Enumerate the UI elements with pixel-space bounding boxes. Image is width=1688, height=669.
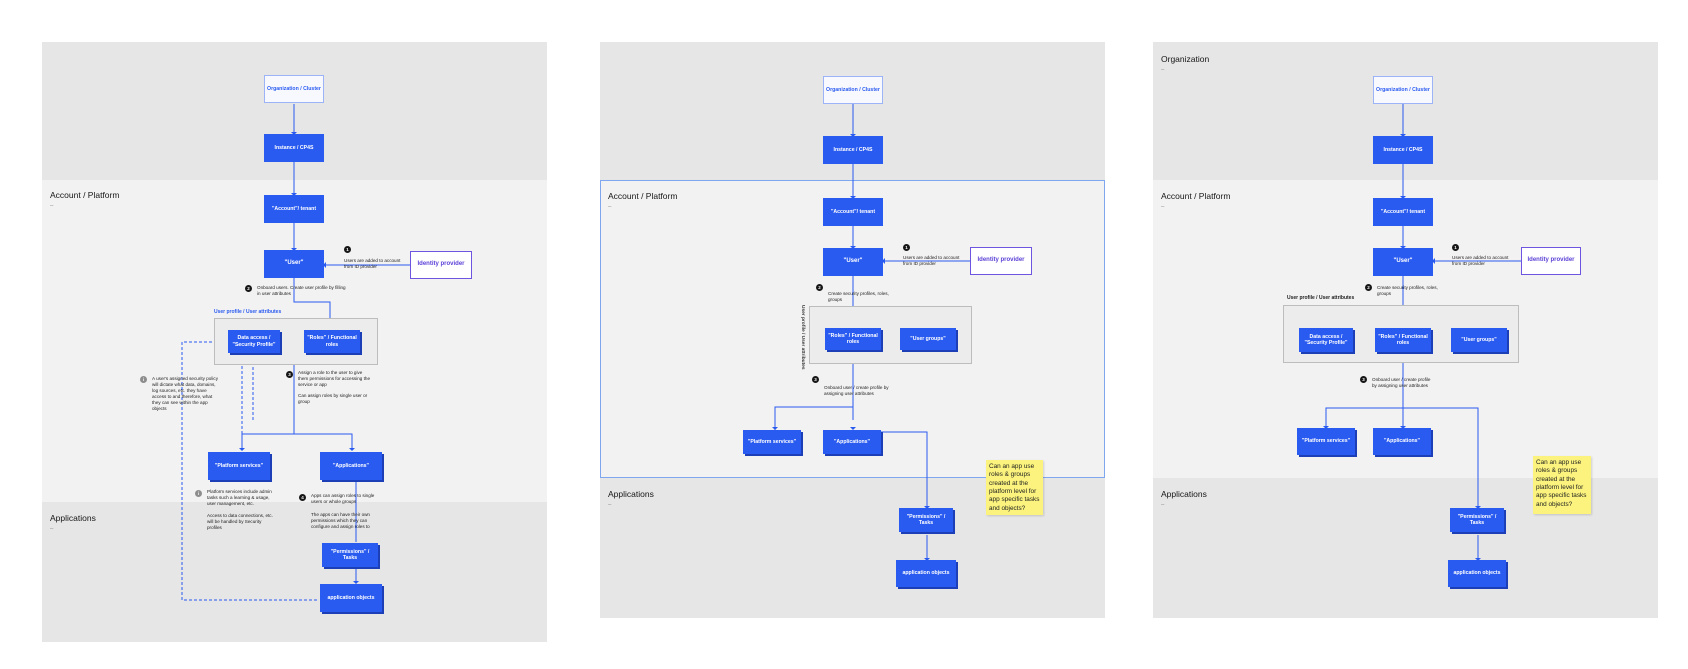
node-application-objects[interactable]: application objects: [1448, 560, 1506, 587]
label-user-profile: User profile / User attributes: [214, 309, 282, 315]
section-title: Applications: [50, 513, 96, 523]
sticky-question[interactable]: Can an app use roles & groups created at…: [986, 460, 1043, 515]
section-title: Account / Platform: [50, 190, 120, 200]
section-placeholder: –: [50, 203, 54, 209]
note-users-added: Users are added to account from ID provi…: [903, 255, 960, 266]
label-user-profile: User profile / User attributes: [1287, 295, 1355, 301]
section-account-platform: Account / Platform –: [608, 191, 677, 210]
note-assign-single: Can assign roles by single user or group: [298, 393, 368, 404]
node-identity-provider[interactable]: Identity provider: [1521, 247, 1581, 275]
step-1-badge: 1: [903, 244, 910, 251]
node-applications[interactable]: "Applications": [320, 452, 382, 480]
step-1-badge: 1: [344, 246, 351, 253]
node-identity-provider[interactable]: Identity provider: [970, 247, 1032, 275]
connectors: [181, 104, 410, 601]
step-2-badge: 2: [816, 284, 823, 291]
step-4-badge: 4: [299, 494, 306, 501]
step-1-badge: 1: [1452, 244, 1459, 251]
label-user-profile-vertical: User profile / User attributes: [800, 305, 805, 370]
section-title: Account / Platform: [1161, 191, 1231, 201]
section-title: Organization: [1161, 54, 1210, 64]
section-applications: Applications –: [50, 513, 96, 532]
section-account-platform: Account / Platform –: [50, 190, 119, 209]
node-roles[interactable]: "Roles" / Functional roles: [825, 328, 881, 350]
node-instance[interactable]: Instance / CP4S: [1373, 136, 1433, 164]
section-title: Applications: [1161, 489, 1207, 499]
note-create-profiles: Create security profiles, roles, groups: [828, 291, 889, 302]
step-2-badge: 2: [245, 285, 252, 292]
node-permissions[interactable]: "Permissions" / Tasks: [1450, 508, 1504, 532]
board-3: Organization – Account / Platform – Applic…: [1153, 0, 1658, 618]
info-badge-platform: i: [195, 490, 202, 497]
node-platform-services[interactable]: "Platform services": [208, 452, 270, 480]
node-user[interactable]: "User": [823, 248, 883, 276]
node-applications[interactable]: "Applications": [823, 430, 881, 454]
node-account-tenant[interactable]: "Account"/ tenant: [1373, 198, 1433, 226]
section-placeholder: –: [50, 526, 54, 532]
note-onboard-assign: Onboard user / create profile by assigni…: [1372, 377, 1431, 388]
section-placeholder: –: [1161, 204, 1165, 210]
node-data-access[interactable]: Data access / "Security Profile": [1299, 328, 1353, 352]
node-user[interactable]: "User": [1373, 248, 1433, 276]
board-1: Account / Platform – Applications –: [42, 0, 547, 642]
node-platform-services[interactable]: "Platform services": [1297, 428, 1355, 455]
note-onboard-users: Onboard users. Create user profile by fi…: [257, 285, 346, 296]
section-applications: Applications –: [608, 489, 654, 508]
note-create-profiles: Create security profiles, roles, groups: [1377, 285, 1438, 296]
note-users-added: Users are added to account from ID provi…: [1452, 255, 1509, 266]
note-data-connections: Access to data connections, etc. will be…: [207, 513, 273, 530]
node-roles[interactable]: "Roles" / Functional roles: [304, 330, 360, 353]
info-badge-security: i: [140, 376, 147, 383]
node-organization-cluster[interactable]: Organization / Cluster: [1373, 76, 1433, 104]
section-title: Account / Platform: [608, 191, 678, 201]
section-placeholder: –: [1161, 502, 1165, 508]
node-applications[interactable]: "Applications": [1373, 428, 1431, 455]
node-account-tenant[interactable]: "Account"/ tenant: [264, 195, 324, 223]
section-placeholder: –: [608, 502, 612, 508]
node-platform-services[interactable]: "Platform services": [743, 430, 801, 454]
node-permissions[interactable]: "Permissions" / Tasks: [899, 508, 953, 532]
step-3-badge: 3: [1360, 376, 1367, 383]
step-3-badge: 3: [286, 371, 293, 378]
note-security-policy: A user's assigned security policy will d…: [152, 376, 218, 411]
node-identity-provider[interactable]: Identity provider: [410, 251, 472, 279]
board-2: Account / Platform – Applications –: [600, 0, 1105, 618]
step-3-badge: 3: [812, 376, 819, 383]
section-placeholder: –: [1161, 67, 1165, 73]
node-instance[interactable]: Instance / CP4S: [264, 134, 324, 162]
node-application-objects[interactable]: application objects: [320, 584, 382, 612]
node-organization-cluster[interactable]: Organization / Cluster: [264, 75, 324, 103]
section-organization: Organization –: [1161, 54, 1209, 73]
node-account-tenant[interactable]: "Account"/ tenant: [823, 198, 883, 226]
node-permissions[interactable]: "Permissions" / Tasks: [322, 543, 378, 567]
node-instance[interactable]: Instance / CP4S: [823, 136, 883, 164]
node-roles[interactable]: "Roles" / Functional roles: [1375, 328, 1431, 352]
note-apps-assign: Apps can assign roles to single users or…: [311, 493, 375, 504]
note-apps-permissions: The apps can have their own permissions …: [311, 512, 370, 529]
sticky-question[interactable]: Can an app use roles & groups created at…: [1533, 456, 1591, 514]
node-user-groups[interactable]: "User groups": [900, 328, 956, 350]
section-account-platform: Account / Platform –: [1161, 191, 1230, 210]
section-title: Applications: [608, 489, 654, 499]
node-user[interactable]: "User": [264, 250, 324, 278]
section-placeholder: –: [608, 204, 612, 210]
node-user-groups[interactable]: "User groups": [1451, 328, 1507, 352]
note-onboard-assign: Onboard user / create profile by assigni…: [824, 385, 889, 396]
note-users-added: Users are added to account from ID provi…: [344, 258, 401, 269]
node-organization-cluster[interactable]: Organization / Cluster: [823, 76, 883, 104]
note-platform-admin: Platform services include admin tasks su…: [207, 489, 272, 506]
step-2-badge: 2: [1365, 284, 1372, 291]
node-application-objects[interactable]: application objects: [896, 560, 956, 587]
section-applications: Applications –: [1161, 489, 1207, 508]
apps-band: [42, 502, 547, 642]
node-data-access[interactable]: Data access / "Security Profile": [228, 330, 280, 353]
note-assign-role: Assign a role to the user to give them p…: [298, 370, 370, 387]
